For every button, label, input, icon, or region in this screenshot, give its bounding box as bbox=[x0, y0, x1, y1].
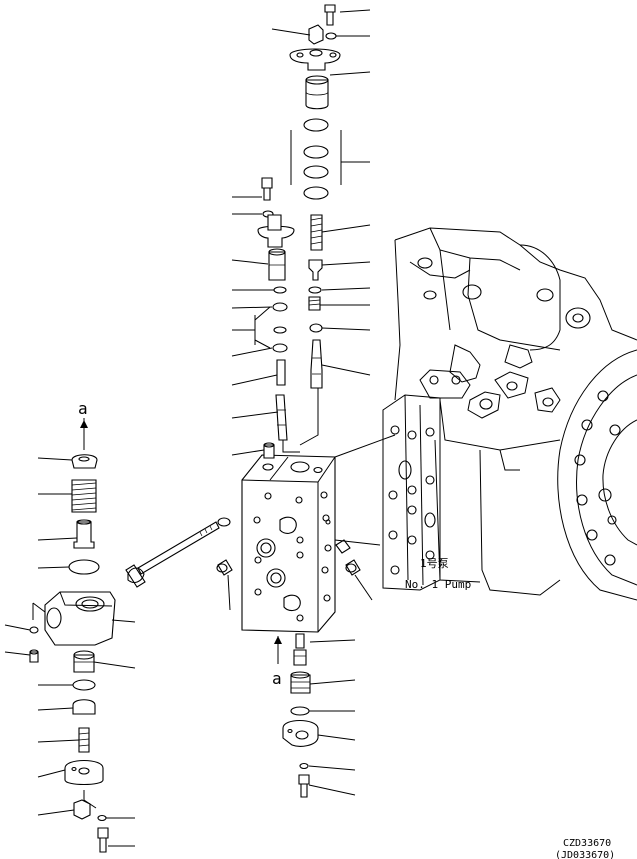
view-marker-bottom: a bbox=[272, 669, 282, 688]
side-plugs bbox=[216, 539, 361, 576]
leader-lines bbox=[4, 9, 396, 847]
left-subassembly: a bbox=[29, 399, 116, 853]
pump-label-english: No. 1 Pump bbox=[405, 578, 471, 591]
long-bolt bbox=[125, 517, 231, 588]
pump-housing bbox=[382, 227, 637, 601]
valve-block bbox=[241, 454, 336, 633]
pump-label-japanese: 1号泵 bbox=[420, 557, 449, 570]
view-marker-left: a bbox=[78, 399, 88, 418]
bottom-stack: a bbox=[272, 633, 319, 798]
drawing-code-primary: CZD33670 bbox=[563, 838, 611, 849]
drawing-code-secondary: (JD033670) bbox=[555, 850, 615, 859]
top-stack bbox=[254, 4, 342, 459]
